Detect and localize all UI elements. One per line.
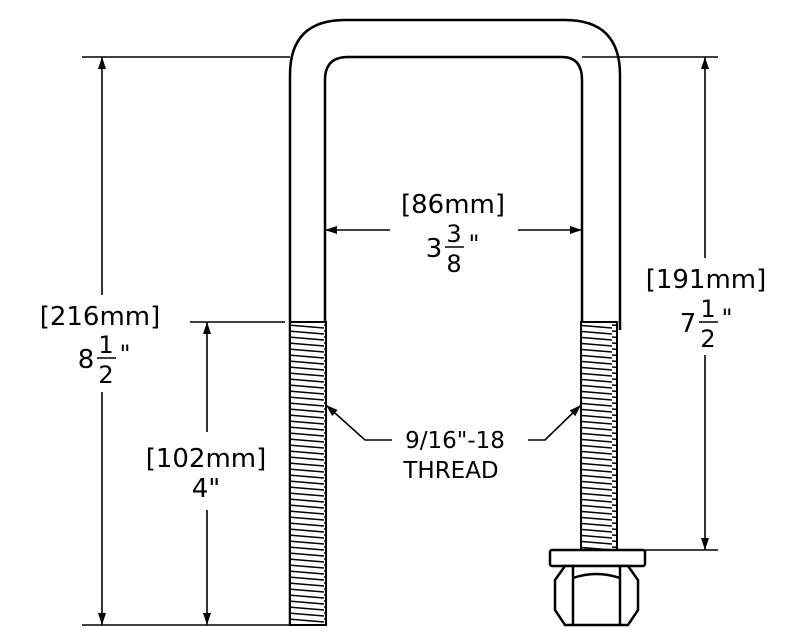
inside-width-metric: [86mm] <box>401 190 505 220</box>
thread-length-imperial: 4" <box>192 474 221 504</box>
overall-height-numerator: 1 <box>98 331 113 359</box>
nut-chamfer <box>572 572 621 580</box>
hex-nut <box>553 564 640 627</box>
left-thread <box>289 321 327 626</box>
inside-width-whole: 3 <box>426 234 443 264</box>
nut-assembly <box>548 548 647 627</box>
inside-height-denominator: 2 <box>700 325 715 353</box>
dimension-lines <box>98 57 709 625</box>
inside-height-numerator: 1 <box>700 295 715 323</box>
overall-height-inch-mark: " <box>119 340 130 368</box>
washer <box>548 548 647 568</box>
inside-height-metric: [191mm] <box>646 265 767 295</box>
inside-width-denominator: 8 <box>446 250 461 278</box>
inside-height-inch-mark: " <box>721 304 732 332</box>
extension-lines <box>82 56 718 626</box>
inside-height-whole: 7 <box>680 309 697 339</box>
thread-callout-label: THREAD <box>402 458 498 484</box>
u-bolt <box>288 18 622 625</box>
overall-height-denominator: 2 <box>98 361 113 389</box>
overall-height-metric: [216mm] <box>40 302 161 332</box>
right-thread <box>580 321 618 551</box>
thread-leader-left <box>325 404 392 441</box>
inside-width-inch-mark: " <box>468 230 479 258</box>
overall-height-whole: 8 <box>78 345 95 375</box>
u-bolt-outer-outline <box>288 18 622 625</box>
thread-leader-right <box>528 404 582 441</box>
thread-callout-spec: 9/16"-18 <box>405 428 505 454</box>
u-bolt-inner-outline <box>323 55 584 330</box>
thread-length-metric: [102mm] <box>146 444 267 474</box>
inside-width-numerator: 3 <box>446 220 461 248</box>
